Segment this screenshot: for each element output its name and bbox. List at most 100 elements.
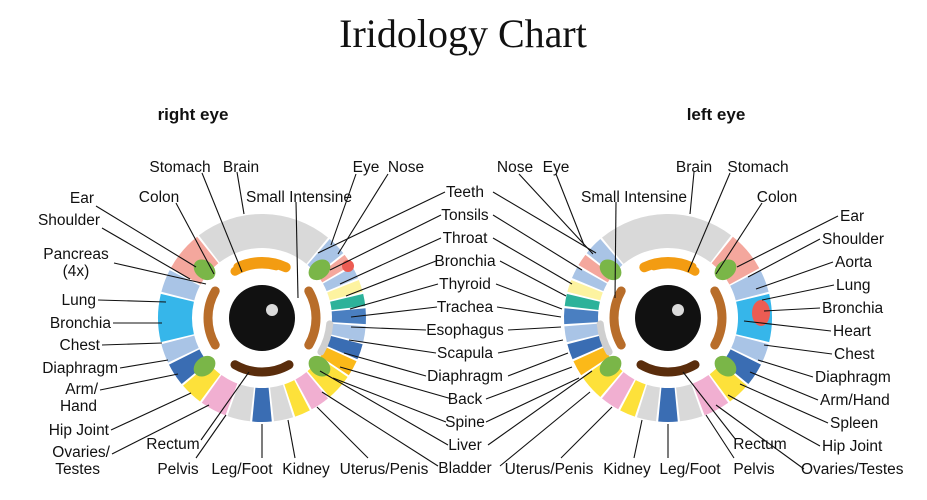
leader-line <box>99 373 179 391</box>
right-green-marker <box>193 259 216 281</box>
leader-line <box>727 394 821 447</box>
leader-line <box>715 404 805 470</box>
leader-line <box>492 237 573 285</box>
right-iris-segment <box>201 375 238 416</box>
leader-line <box>739 383 829 424</box>
label-esophagus: Esophagus <box>426 322 504 339</box>
label-left-colon: Colon <box>757 189 798 206</box>
right-eye-heading: right eye <box>158 105 229 124</box>
leader-line <box>195 414 227 459</box>
leader-line <box>499 260 567 297</box>
label-ovaries: Ovaries/ <box>52 444 110 461</box>
center-labels: Teeth Tonsils Throat Bronchia Thyroid Tr… <box>426 184 504 477</box>
label-left-ear: Ear <box>840 208 864 225</box>
leader-line <box>348 339 437 354</box>
label-chest: Chest <box>60 337 101 354</box>
leader-line <box>330 173 357 246</box>
left-iris-segment <box>722 349 761 385</box>
left-spine-stripe <box>596 320 613 356</box>
label-thyroid: Thyroid <box>439 276 491 293</box>
right-iris-segment <box>198 214 329 264</box>
label-scapula: Scapula <box>437 345 493 362</box>
right-iris-segment <box>330 293 366 310</box>
left-iris-segment <box>730 270 769 301</box>
label-left-diaphragm: Diaphragm <box>815 369 891 386</box>
right-eye-labels: Stomach Brain Eye Nose Colon Small Inten… <box>38 159 429 478</box>
leader-line <box>485 377 580 423</box>
leader-line <box>332 377 447 423</box>
label-bronchia: Bronchia <box>50 315 112 332</box>
left-iris-segment <box>636 384 660 422</box>
label-left-pelvis: Pelvis <box>733 461 775 478</box>
leader-line <box>687 172 731 273</box>
label-back: Back <box>448 391 483 408</box>
right-green-marker <box>308 259 331 281</box>
left-green-marker <box>599 259 622 281</box>
leader-line <box>507 352 569 377</box>
label-spleen: Spleen <box>830 415 878 432</box>
label-leg-foot: Leg/Foot <box>211 461 273 478</box>
label-lung: Lung <box>62 292 96 309</box>
right-iris-segment <box>169 349 208 385</box>
leader-line <box>316 406 369 459</box>
label-left-leg-foot: Leg/Foot <box>659 461 721 478</box>
leader-line <box>497 339 564 354</box>
label-liver: Liver <box>448 437 482 454</box>
label-left-small-intestine: Small Intensine <box>581 189 687 206</box>
left-iris-segment <box>567 335 604 360</box>
label-diaphragm: Diaphragm <box>42 360 118 377</box>
label-hip-joint: Hip Joint <box>49 422 110 439</box>
right-iris-segment <box>284 380 310 417</box>
label-trachea: Trachea <box>437 299 494 316</box>
leader-line <box>682 371 737 441</box>
leader-line <box>200 371 250 441</box>
left-iris-segment <box>567 280 603 301</box>
label-bladder: Bladder <box>438 460 491 477</box>
leader-line <box>518 173 594 255</box>
label-testes: Testes <box>55 461 100 478</box>
label-stomach: Stomach <box>149 159 210 176</box>
leader-line <box>339 366 453 400</box>
left-green-marker <box>599 355 622 377</box>
right-iris-segment <box>327 280 363 301</box>
leader-line <box>757 359 814 378</box>
left-iris-segment <box>564 293 600 310</box>
label-small-intestine: Small Intensine <box>246 189 352 206</box>
label-left-shoulder: Shoulder <box>822 231 884 248</box>
right-iris-segment <box>330 323 366 343</box>
leader-line <box>97 299 167 303</box>
leader-line <box>236 171 245 215</box>
right-green-marker <box>308 355 331 377</box>
label-left-arm-hand: Arm/Hand <box>820 392 890 409</box>
label-colon: Colon <box>139 189 180 206</box>
label-left-ovaries-testes: Ovaries/Testes <box>801 461 904 478</box>
left-pupil-highlight <box>672 304 684 316</box>
label-left-stomach: Stomach <box>727 159 788 176</box>
label-teeth: Teeth <box>446 184 484 201</box>
right-iris-segment <box>270 384 294 422</box>
right-iris-segment <box>295 372 329 410</box>
label-kidney: Kidney <box>282 461 330 478</box>
left-eye-heading: left eye <box>687 105 746 124</box>
left-eye-labels: Nose Eye Brain Stomach Small Intensine C… <box>497 159 904 478</box>
leader-line <box>495 283 563 310</box>
right-nose-segment <box>342 260 354 272</box>
left-iris-segment <box>709 363 747 402</box>
leader-line <box>560 406 613 459</box>
right-green-marker <box>193 355 216 377</box>
right-iris-segment <box>252 387 272 423</box>
leader-line <box>743 320 832 332</box>
right-iris-segment <box>161 335 199 363</box>
label-uterus-penis: Uterus/Penis <box>340 461 429 478</box>
label-left-nose: Nose <box>497 159 533 176</box>
right-pupil <box>229 285 295 351</box>
leader-line <box>350 306 438 318</box>
leader-line <box>349 283 439 310</box>
label-spine: Spine <box>445 414 485 431</box>
leader-line <box>113 262 207 285</box>
right-iris-segment <box>320 347 357 376</box>
leader-lines <box>95 171 839 470</box>
leader-line <box>705 414 735 459</box>
right-iris-segment <box>158 293 194 343</box>
